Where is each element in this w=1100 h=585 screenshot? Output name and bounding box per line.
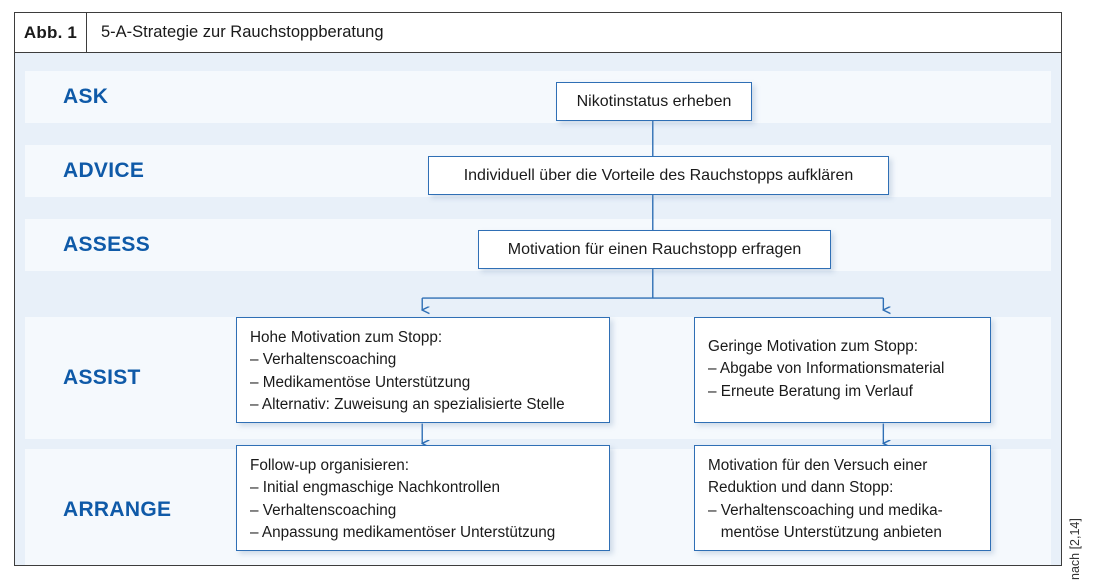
figure-title: 5-A-Strategie zur Rauchstoppberatung	[101, 23, 384, 41]
process-box-assist-low-motivation[interactable]: Geringe Motivation zum Stopp: – Abgabe v…	[694, 317, 991, 423]
stage-label-advice: ADVICE	[63, 159, 145, 182]
stage-label-assess: ASSESS	[63, 233, 150, 256]
box-list-item: – Initial engmaschige Nachkontrollen	[250, 479, 500, 497]
box-heading: Geringe Motivation zum Stopp:	[708, 338, 919, 355]
box-list-item: – Abgabe von Informationsmaterial	[708, 360, 945, 378]
figure-container: Abb. 1 5-A-Strategie zur Rauchstoppberat…	[14, 12, 1062, 566]
process-box-arrange-reduction[interactable]: Motivation für den Versuch einer Redukti…	[694, 445, 991, 551]
box-heading: Follow-up organisieren:	[250, 457, 409, 474]
process-box-advice-text: Individuell über die Vorteile des Rauchs…	[463, 166, 854, 184]
stage-label-arrange: ARRANGE	[63, 498, 172, 521]
stage-label-assist: ASSIST	[63, 366, 141, 389]
stage-label-ask: ASK	[63, 85, 109, 108]
box-list-item: – Alternativ: Zuweisung an spezialisiert…	[250, 396, 565, 414]
figure-caption-row: Abb. 1 5-A-Strategie zur Rauchstoppberat…	[15, 13, 1061, 53]
box-heading: Motivation für den Versuch einer	[708, 457, 928, 474]
box-list-item: – Verhaltenscoaching	[250, 351, 397, 369]
process-box-advice[interactable]: Individuell über die Vorteile des Rauchs…	[428, 156, 889, 195]
stripe-row-ask	[25, 71, 1051, 123]
box-list-item: mentöse Unterstützung anbieten	[708, 524, 942, 542]
source-credit: nach [2,14]	[1068, 518, 1082, 580]
process-box-assess[interactable]: Motivation für einen Rauchstopp erfragen	[478, 230, 831, 269]
box-heading: Hohe Motivation zum Stopp:	[250, 329, 443, 346]
box-list-item: Reduktion und dann Stopp:	[708, 479, 894, 497]
process-box-assist-high-motivation[interactable]: Hohe Motivation zum Stopp: – Verhaltensc…	[236, 317, 610, 423]
process-box-arrange-followup[interactable]: Follow-up organisieren: – Initial engmas…	[236, 445, 610, 551]
box-list-item: – Anpassung medikamentöser Unterstützung	[250, 524, 556, 542]
box-list-item: – Medikamentöse Unterstützung	[250, 373, 471, 391]
box-list-item: – Verhaltenscoaching und medika-	[708, 501, 943, 519]
box-list-item: – Erneute Beratung im Verlauf	[708, 382, 913, 400]
figure-number-label: Abb. 1	[15, 13, 87, 52]
process-box-ask-text: Nikotinstatus erheben	[576, 92, 732, 110]
diagram-body: ASK ADVICE ASSESS ASSIST ARRANGE Nikotin…	[15, 53, 1061, 565]
box-list-item: – Verhaltenscoaching	[250, 501, 397, 519]
process-box-ask[interactable]: Nikotinstatus erheben	[556, 82, 752, 121]
process-box-assess-text: Motivation für einen Rauchstopp erfragen	[507, 240, 802, 258]
